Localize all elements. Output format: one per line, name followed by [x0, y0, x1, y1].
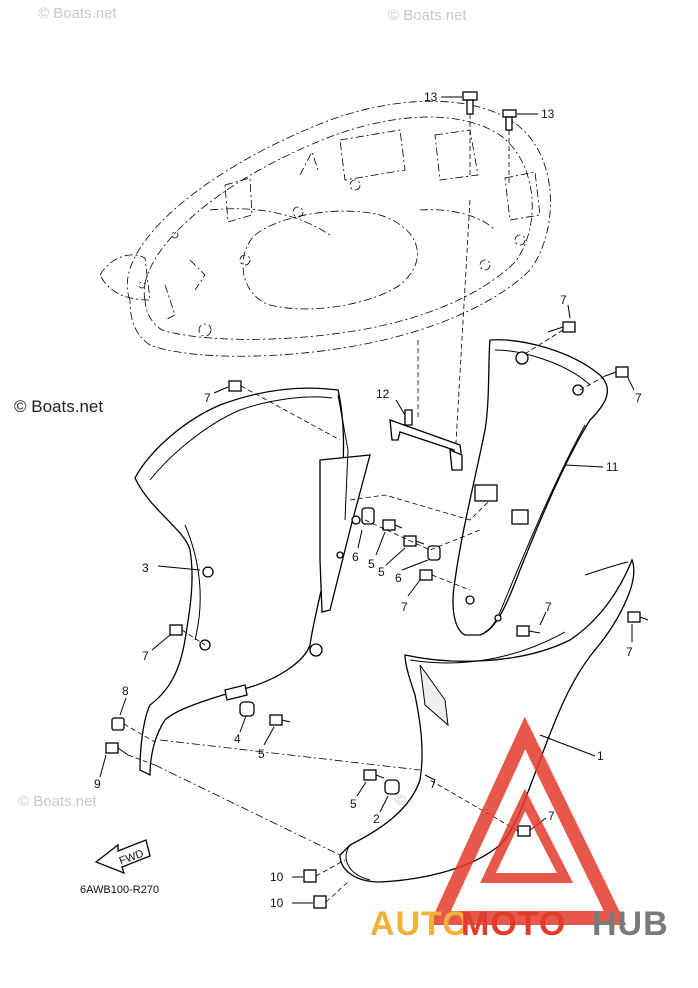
callout-6-lower: 6 [395, 571, 402, 585]
bolt-7-left [169, 624, 206, 646]
watermark-bottom-left: © Boats.net [18, 793, 97, 810]
callout-10-lower: 10 [270, 896, 284, 910]
callout-9: 9 [94, 777, 101, 791]
callout-11: 11 [606, 460, 619, 474]
callout-1: 1 [597, 749, 604, 763]
screw-5-upper-a [382, 519, 403, 531]
bracket-12 [389, 340, 463, 471]
callout-5-mid: 5 [258, 747, 265, 761]
watermark-top-left: © Boats.net [38, 5, 117, 22]
callout-13-left: 13 [424, 90, 438, 104]
grommet-2 [384, 779, 400, 795]
bolt-7-bottom [429, 779, 531, 837]
callout-5-lower: 5 [350, 797, 357, 811]
bottom-cowling-outline [99, 100, 551, 357]
callout-5-upper-a: 5 [368, 557, 375, 571]
callout-7-left-top: 7 [204, 391, 211, 405]
logo-triangle-icon [429, 716, 627, 925]
side-cover-3 [134, 387, 371, 777]
callout-8: 8 [122, 684, 129, 698]
callout-7-far-right: 7 [626, 645, 633, 659]
callout-7-bottom: 7 [548, 809, 555, 823]
automotohub-logo: AUTO MOTO HUB [370, 716, 669, 943]
watermark-left: © Boats.net [14, 397, 103, 416]
bolt-7-mid [419, 569, 471, 591]
callout-5-upper-b: 5 [378, 565, 385, 579]
callout-6-upper: 6 [352, 550, 359, 564]
callout-7-left: 7 [142, 649, 149, 663]
bolt-7-lower-right [516, 625, 541, 637]
fwd-arrow-icon: FWD [94, 839, 151, 875]
bolt-7-left-top [228, 380, 341, 441]
callout-7-right: 7 [635, 391, 642, 405]
screw-5-mid [269, 714, 291, 726]
logo-text-moto: MOTO [461, 905, 566, 943]
logo-text-auto: AUTO [370, 905, 470, 943]
callout-7-lower-right: 7 [545, 600, 552, 614]
screw-5-upper-b [403, 535, 425, 547]
callout-3: 3 [142, 561, 149, 575]
grommet-4 [239, 701, 255, 717]
callout-2: 2 [373, 812, 380, 826]
bolt-7-upper [522, 321, 576, 356]
callout-12: 12 [376, 387, 390, 401]
screw-5-lower [363, 769, 385, 781]
diagram-code: 6AWB100-R270 [80, 884, 159, 896]
watermark-top-right: © Boats.net [388, 7, 467, 24]
bolt-7-far-right [627, 611, 649, 623]
nut-10-upper [303, 859, 346, 883]
bolt-9 [105, 742, 156, 766]
nut-10-lower [313, 881, 349, 909]
callout-7-right-top: 7 [560, 293, 567, 307]
callout-4: 4 [234, 732, 241, 746]
grommet-8 [111, 717, 156, 743]
side-cover-11 [452, 339, 609, 636]
callout-13-right: 13 [541, 107, 555, 121]
bolt-7-right [579, 366, 629, 391]
callout-7-mid: 7 [401, 600, 408, 614]
bolt-13-left [454, 91, 478, 461]
logo-text-hub: HUB [592, 905, 669, 943]
bolt-13-right [502, 109, 517, 185]
callout-10-upper: 10 [270, 870, 284, 884]
